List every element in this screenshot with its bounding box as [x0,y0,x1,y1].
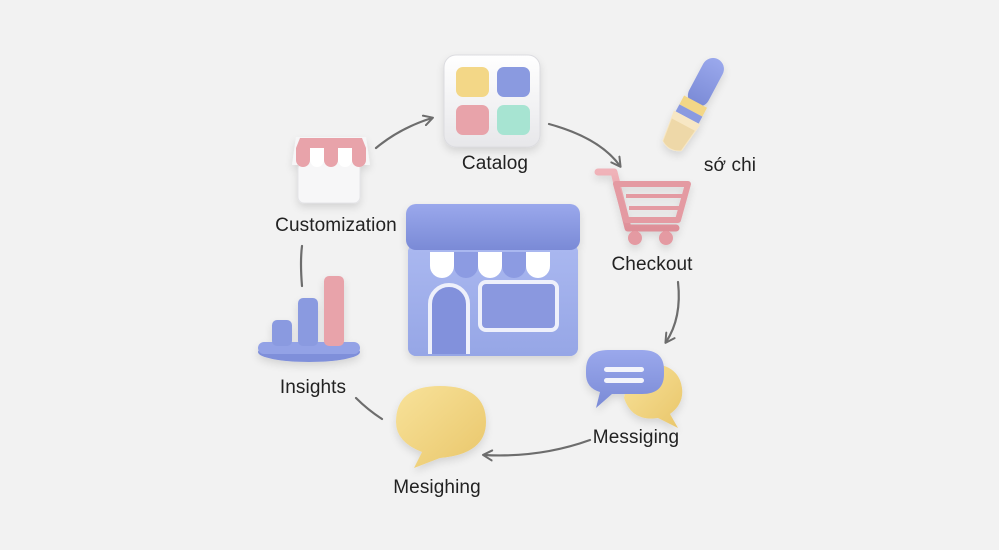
catalog-grid-icon [443,54,541,148]
label-checkout: Checkout [611,254,693,275]
arrow-customization-to-insights [299,244,304,288]
awning-shop-icon [292,137,370,204]
label-mesighing: Mesighing [393,477,481,498]
arrow-catalog-to-checkout [547,122,622,168]
label-catalog: Catalog [461,153,529,174]
paintbrush-icon [662,57,724,152]
chat-bubbles-icon [586,350,683,428]
label-so-chi: sớ chi [703,155,757,176]
label-messiging: Messiging [592,427,680,448]
arrow-insights-to-mesighing [354,396,384,421]
speech-bubble-icon [396,386,486,468]
storefront-icon [406,204,580,356]
cycle-arrows [299,114,680,462]
arrow-customization-to-catalog [374,114,434,150]
label-customization: Customization [275,215,397,236]
shopping-cart-icon [594,168,691,245]
bar-chart-icon [258,276,360,362]
arrow-checkout-to-messaging [664,280,680,344]
label-insights: Insights [279,377,347,398]
arrow-messaging-to-mesighing [482,438,592,462]
